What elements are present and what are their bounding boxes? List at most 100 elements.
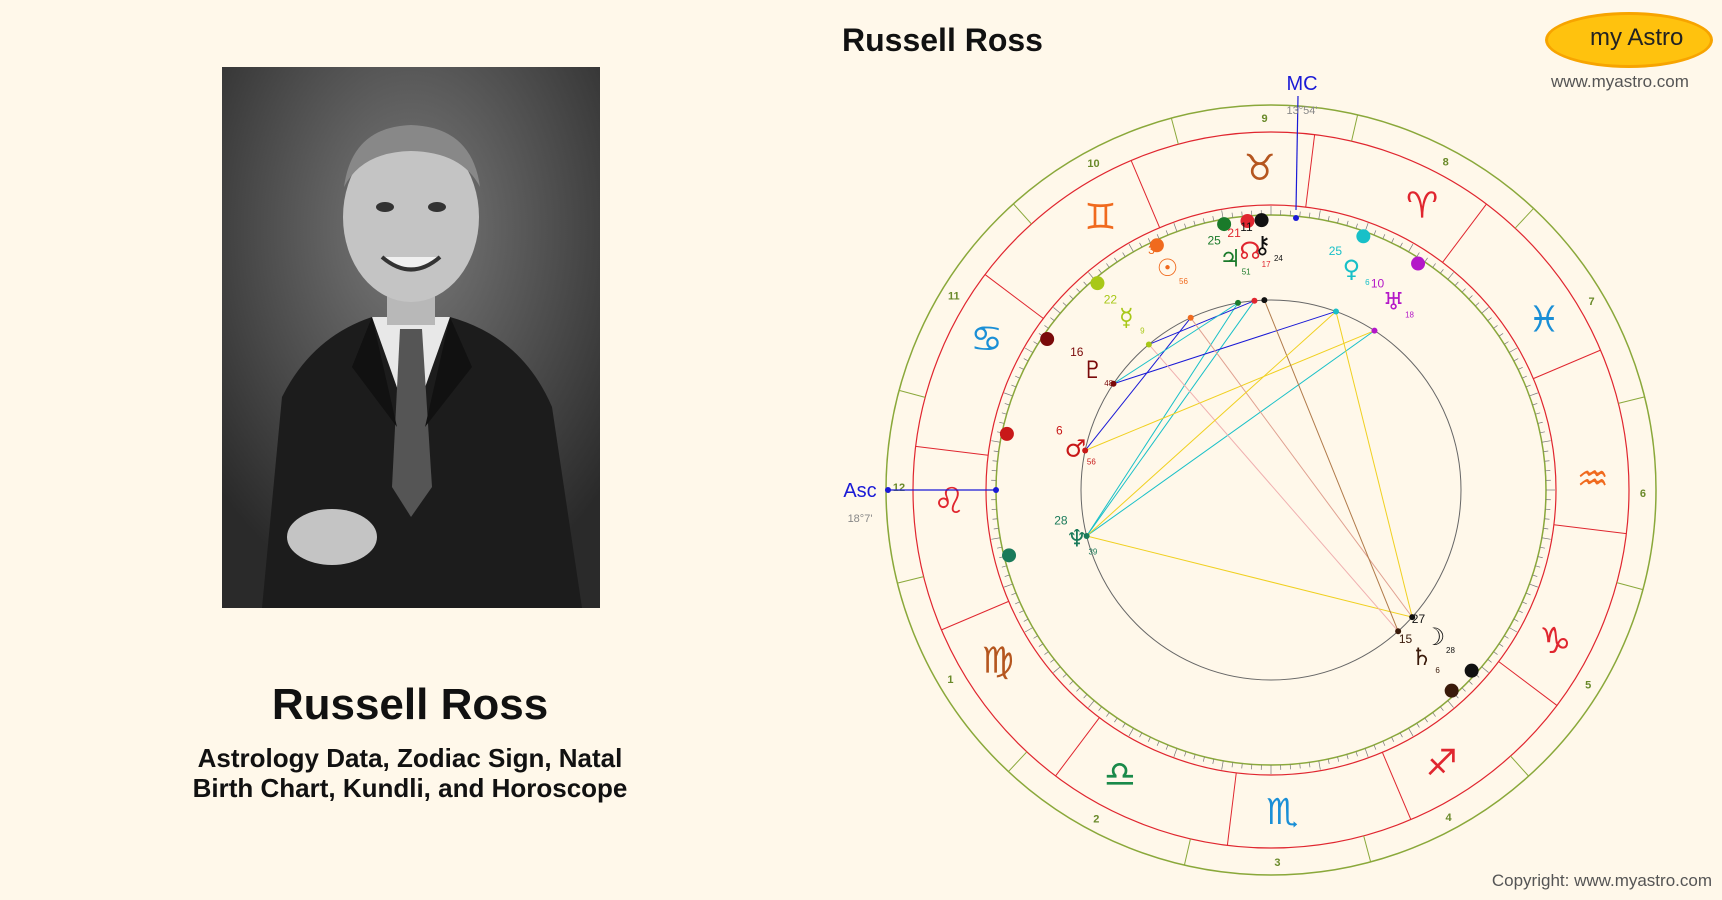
outer-ring [885,104,1657,876]
degree-ticks [987,206,1555,774]
degree-tick [1481,666,1489,673]
house-number: 1 [947,674,953,686]
house-divider-line [1008,751,1028,772]
degree-tick [1004,403,1010,406]
degree-tick [1498,643,1504,647]
degree-tick [992,460,998,462]
saturn-glyph: ♄ [1411,643,1433,671]
degree-tick [1355,751,1358,757]
house-divider-line [1351,114,1359,142]
sign-divider-line [941,600,1009,631]
degree-tick [1147,238,1151,243]
degree-tick [1098,269,1102,274]
degree-tick [1541,440,1551,443]
degree-tick [1408,243,1414,253]
degree-tick [1033,635,1038,639]
house-divider-line [1514,208,1534,229]
house-number: 4 [1445,812,1452,824]
degree-tick [1522,375,1527,379]
degree-tick [1193,220,1196,226]
neptune-minute: 39 [1088,547,1097,556]
planet-labels: ☉356♃2551☊2117⚷1124♀256♅1018☿229♇1648♂65… [1054,220,1455,675]
aspect-line [1084,330,1375,451]
degree-tick [1062,673,1067,678]
degree-tick [1454,281,1459,286]
pisces-sign-glyph: ♓ [1528,299,1560,340]
degree-tick [1050,317,1055,321]
sign-divider-line [1553,524,1627,535]
house-divider-line [1363,835,1372,863]
aspect-line [1335,311,1413,618]
mercury-inner-dot [1145,341,1152,348]
degree-tick [1504,635,1509,639]
mc-label: MC [1286,73,1317,95]
moon-glyph: ☽ [1424,623,1446,651]
sign-dividers [915,134,1627,846]
degree-tick [1098,706,1102,711]
logo-text[interactable]: my Astro [1590,24,1684,51]
degree-tick [1241,763,1243,769]
aspect-line [1086,535,1413,618]
sagittarius-sign-glyph: ♐ [1425,743,1457,784]
aspect-line [1086,300,1255,537]
uranus-glyph: ♅ [1383,287,1405,315]
degree-tick [1088,700,1095,708]
degree-tick [1424,257,1428,263]
degree-tick [1346,754,1349,760]
degree-tick [1299,763,1301,769]
sign-divider-line [1442,203,1487,263]
sign-ring-inner [985,204,1557,776]
degree-tick [1024,627,1034,633]
degree-tick [991,537,1001,540]
degree-tick [1487,659,1492,663]
degree-tick [1525,384,1531,388]
neptune-degree: 28 [1054,513,1068,527]
degree-tick [1083,694,1088,699]
degree-tick [1202,756,1205,762]
mars-inner-dot [1082,447,1089,454]
degree-tick [1475,302,1480,307]
myastro-logo[interactable] [1545,12,1713,68]
aspect-line [1086,302,1239,537]
aspect-line [1263,299,1399,632]
house-number: 10 [1087,158,1099,170]
degree-tick [1106,712,1110,717]
mercury-glyph: ☿ [1119,304,1134,332]
sign-divider-line [1130,160,1161,228]
uranus-inner-dot [1371,327,1378,334]
degree-tick [1440,706,1444,711]
degree-tick [1308,212,1311,218]
degree-tick [993,450,999,453]
logo-url[interactable]: www.myastro.com [1551,72,1689,91]
degree-tick [1114,717,1118,723]
virgo-sign-glyph: ♍ [982,641,1014,682]
house-divider-line [1510,755,1529,777]
moon-minute: 28 [1446,646,1455,655]
venus-degree: 25 [1329,244,1343,258]
house-divider-line [1618,396,1645,404]
degree-tick [1493,325,1498,329]
chiron-outer-dot [1254,213,1269,228]
degree-tick [1128,727,1134,737]
degree-tick [1212,216,1215,222]
house-number: 6 [1640,488,1646,500]
degree-tick [997,546,1003,549]
north-node-degree: 21 [1227,226,1241,240]
degree-tick [1432,712,1436,717]
degree-tick [1544,518,1550,520]
house-number: 2 [1093,813,1099,825]
degree-tick [1106,263,1110,268]
degree-tick [1221,760,1224,770]
degree-tick [1532,574,1538,577]
house-number: 5 [1585,679,1591,691]
degree-tick [1382,741,1386,746]
capricorn-sign-glyph: ♑ [1539,621,1571,662]
degree-tick [1529,583,1538,588]
degree-tick [999,421,1005,424]
degree-tick [1050,659,1055,663]
degree-tick [1461,687,1466,692]
mars-glyph: ♂ [1065,434,1087,462]
mercury-minute: 9 [1140,327,1145,336]
degree-tick [1346,220,1349,226]
degree-tick [1001,412,1007,415]
